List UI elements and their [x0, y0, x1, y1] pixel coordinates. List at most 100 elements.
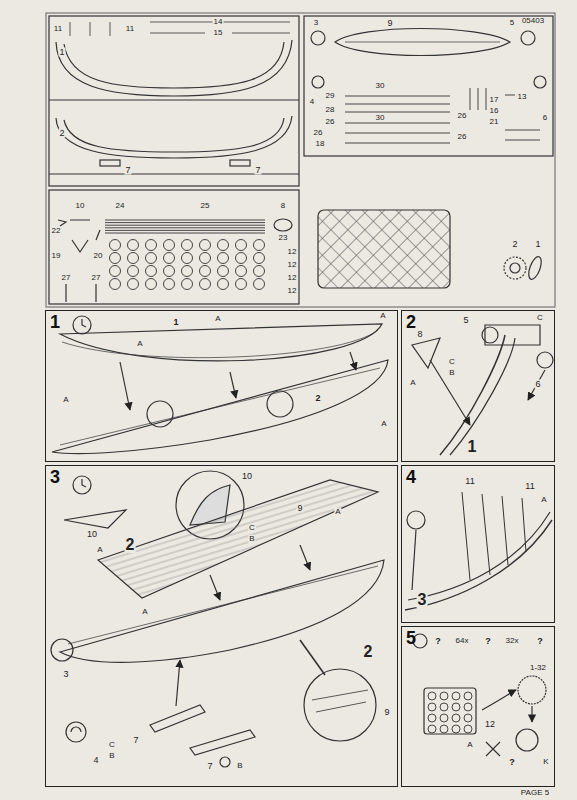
- part-number: 22: [51, 227, 62, 235]
- part-number: 26: [457, 112, 468, 120]
- part-number: C: [536, 314, 544, 322]
- part-number: 7: [124, 166, 131, 175]
- part-number: 11: [125, 25, 135, 33]
- step-panel: 1: [45, 310, 398, 462]
- part-number: A: [466, 741, 473, 749]
- part-number: 12: [484, 720, 496, 729]
- step-panel: 3: [45, 465, 398, 787]
- part-number: 16: [489, 107, 500, 115]
- part-number: K: [542, 758, 549, 766]
- part-number: 6: [534, 380, 541, 389]
- part-number: C: [248, 524, 256, 532]
- part-number: 2: [363, 644, 374, 660]
- part-number: 5: [509, 19, 515, 27]
- step-number: 2: [406, 313, 416, 331]
- part-number: 11: [464, 477, 475, 486]
- part-number: 26: [325, 118, 336, 126]
- part-number: B: [236, 762, 243, 770]
- part-number: 8: [280, 202, 286, 210]
- step-number: 5: [406, 629, 416, 647]
- part-number: 9: [383, 708, 390, 717]
- part-number: A: [141, 608, 148, 616]
- part-number: 11: [524, 482, 535, 491]
- part-number: 12: [287, 287, 298, 295]
- part-number: 2: [511, 240, 518, 249]
- part-number: 1: [172, 318, 179, 327]
- part-number: 27: [61, 274, 72, 282]
- part-number: ?: [508, 758, 516, 767]
- part-number: 24: [115, 202, 126, 210]
- part-number: 5: [462, 316, 469, 325]
- step-panel: 5: [401, 626, 555, 787]
- part-number: 7: [206, 762, 213, 771]
- part-number: 12: [287, 261, 298, 269]
- part-number: A: [96, 546, 103, 554]
- step-number: 1: [50, 313, 60, 331]
- part-number: 7: [254, 166, 261, 175]
- part-number: 1: [534, 240, 541, 249]
- part-number: 8: [416, 330, 423, 339]
- part-number: C: [108, 741, 116, 749]
- part-number: 27: [91, 274, 102, 282]
- part-number: 11: [53, 25, 63, 33]
- part-number: A: [379, 312, 386, 320]
- part-number: A: [334, 508, 341, 516]
- part-number: 28: [325, 106, 336, 114]
- part-number: ?: [434, 637, 442, 646]
- part-number: A: [136, 340, 143, 348]
- part-number: A: [214, 315, 221, 323]
- part-number: 23: [278, 234, 289, 242]
- page-code: 05403: [521, 17, 545, 25]
- page-code: PAGE 5: [520, 789, 550, 797]
- part-number: 10: [75, 202, 86, 210]
- part-number: 19: [51, 252, 62, 260]
- part-number: 3: [417, 592, 428, 608]
- step-number: 3: [50, 468, 60, 486]
- part-number: A: [380, 420, 387, 428]
- part-number: C: [448, 358, 456, 366]
- part-number: 2: [314, 394, 321, 403]
- part-number: 7: [132, 736, 139, 745]
- part-number: 4: [309, 98, 315, 106]
- part-number: 12: [287, 274, 298, 282]
- part-number: 17: [489, 96, 500, 104]
- part-number: B: [448, 369, 455, 377]
- part-number: 10: [241, 472, 253, 481]
- part-number: 21: [489, 118, 500, 126]
- part-number: 13: [517, 93, 528, 101]
- part-number: 3: [62, 670, 69, 679]
- part-number: 4: [92, 756, 99, 765]
- part-number: A: [540, 496, 547, 504]
- part-number: 15: [213, 29, 224, 37]
- step-panel: 2: [401, 310, 555, 462]
- part-number: 12: [287, 248, 298, 256]
- part-number: 2: [125, 537, 136, 553]
- part-number: 29: [325, 92, 336, 100]
- part-number: 2: [58, 129, 65, 138]
- part-number: 1-32: [529, 664, 547, 672]
- part-number: 32x: [505, 637, 520, 645]
- part-number: 1: [467, 439, 478, 455]
- part-number: 64x: [455, 637, 470, 645]
- part-number: 14: [213, 18, 224, 26]
- part-number: 26: [457, 133, 468, 141]
- part-number: 30: [375, 82, 386, 90]
- part-number: 25: [200, 202, 211, 210]
- part-number: B: [248, 535, 255, 543]
- part-number: 3: [313, 19, 319, 27]
- part-number: 30: [375, 114, 386, 122]
- part-number: ?: [484, 637, 492, 646]
- step-number: 4: [406, 468, 416, 486]
- part-number: 6: [542, 114, 548, 122]
- part-number: 20: [93, 252, 104, 260]
- part-number: ?: [536, 637, 544, 646]
- part-number: 18: [315, 140, 326, 148]
- part-number: 26: [313, 129, 324, 137]
- part-number: A: [62, 396, 69, 404]
- part-number: 1: [58, 48, 65, 57]
- part-number: A: [409, 379, 416, 387]
- part-number: B: [108, 752, 115, 760]
- part-number: 9: [386, 19, 393, 28]
- part-number: 9: [296, 504, 303, 513]
- part-number: 10: [86, 530, 98, 539]
